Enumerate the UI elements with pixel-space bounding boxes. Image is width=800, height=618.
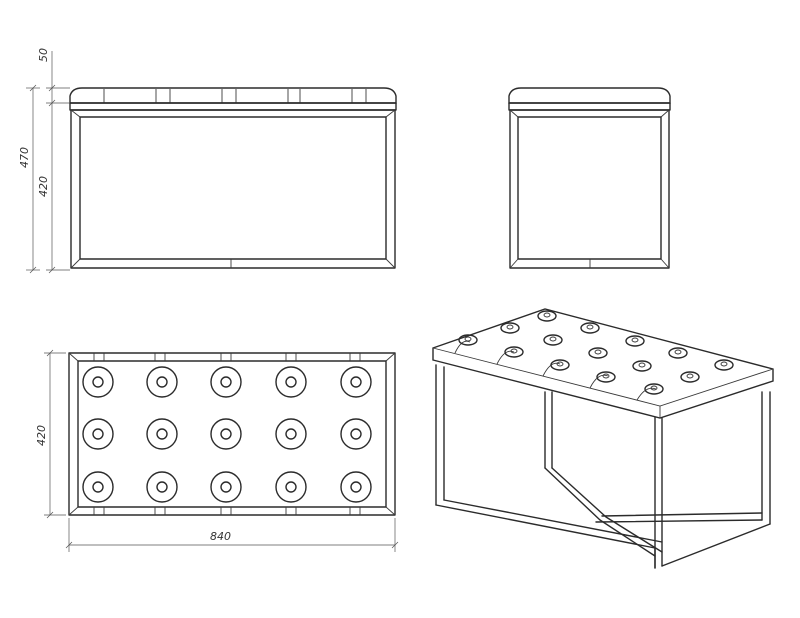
- depth-label: 420: [35, 425, 48, 446]
- tuft-button: [275, 471, 307, 503]
- tuft-button: [210, 366, 242, 398]
- tuft-button: [146, 418, 178, 450]
- tuft-button: [340, 418, 372, 450]
- tuft-button: [82, 418, 114, 450]
- frame-height-label: 420: [37, 176, 50, 197]
- iso-tufting-buttons: [458, 310, 734, 395]
- tuft-button: [210, 471, 242, 503]
- tuft-button: [275, 366, 307, 398]
- cushion-height-label: 50: [37, 48, 50, 62]
- front-height-dimensions: 50 420 470: [18, 48, 70, 274]
- side-view: [508, 87, 671, 269]
- top-view-dimensions: 420 840: [35, 349, 399, 552]
- tuft-button: [82, 471, 114, 503]
- total-height-label: 470: [18, 147, 31, 168]
- top-view: [68, 352, 396, 516]
- tuft-button: [340, 471, 372, 503]
- tuft-button: [146, 471, 178, 503]
- tuft-button: [340, 366, 372, 398]
- width-label: 840: [210, 530, 231, 543]
- tufting-buttons: [82, 366, 372, 503]
- front-view: [69, 87, 397, 269]
- tuft-button: [146, 366, 178, 398]
- isometric-view: [432, 308, 774, 569]
- tuft-button: [275, 418, 307, 450]
- tuft-button: [82, 366, 114, 398]
- tuft-button: [210, 418, 242, 450]
